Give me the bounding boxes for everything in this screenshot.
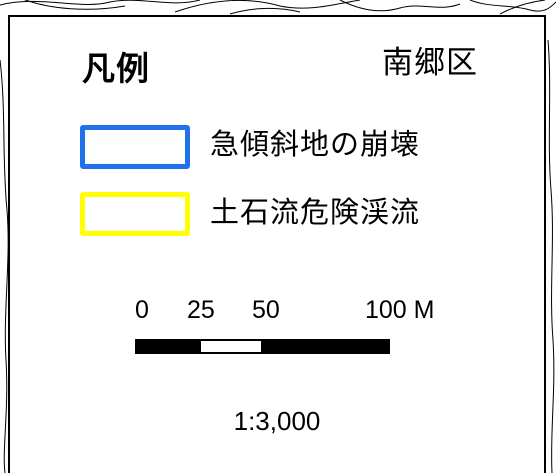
legend-panel [8,15,546,473]
debris-flow-stream-label: 土石流危険渓流 [210,195,421,229]
scale-bar [135,339,390,354]
scale-bar-segment-white [201,341,261,352]
steep-slope-collapse-label: 急傾斜地の崩壊 [210,127,421,161]
scale-tick-50: 50 [252,296,280,324]
scale-tick-0: 0 [135,296,149,324]
scale-tick-100m: 100 M [365,296,435,324]
scale-ratio: 1:3,000 [233,406,321,436]
scale-bar-segment-black-2 [261,341,388,352]
debris-flow-stream-swatch-icon [80,192,190,236]
scale-bar-segment-black-1 [137,341,201,352]
steep-slope-collapse-swatch-icon [80,125,190,169]
district-name: 南郷区 [382,45,478,81]
scale-tick-25: 25 [187,296,215,324]
legend-title: 凡例 [82,49,150,88]
